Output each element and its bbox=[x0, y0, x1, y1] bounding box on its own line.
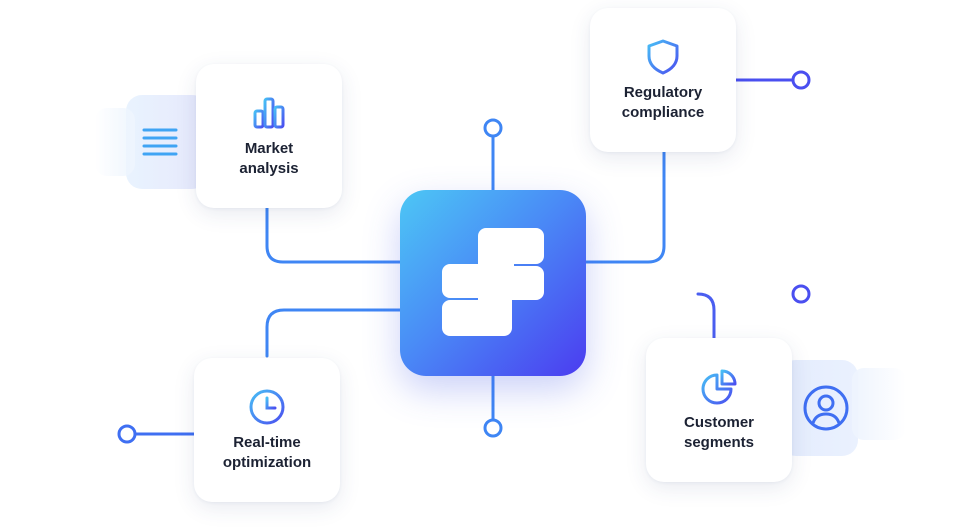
list-side-panel-fade bbox=[95, 108, 135, 176]
regulatory-compliance-label: Regulatory compliance bbox=[621, 84, 705, 121]
wire-market bbox=[265, 206, 402, 264]
pie-chart-icon bbox=[701, 369, 737, 405]
central-hub[interactable] bbox=[400, 190, 586, 376]
brand-logo-icon bbox=[442, 228, 544, 336]
user-side-panel bbox=[780, 360, 858, 456]
clock-icon bbox=[249, 389, 285, 425]
customer-segments-label: Customer segments bbox=[683, 414, 755, 451]
wire-regulatory bbox=[584, 150, 666, 264]
user-side-panel-fade bbox=[852, 368, 906, 440]
regulatory-compliance-card[interactable]: Regulatory compliance bbox=[590, 8, 736, 152]
bar-chart-icon bbox=[253, 97, 285, 129]
wire-customer bbox=[696, 292, 716, 340]
market-analysis-label: Market analysis bbox=[239, 140, 299, 177]
node-dot-left bbox=[117, 424, 137, 444]
realtime-optimization-label: Real-time optimization bbox=[222, 434, 312, 471]
node-dot-regulatory bbox=[791, 70, 811, 90]
user-avatar-icon bbox=[803, 385, 849, 431]
node-dot-customer bbox=[791, 284, 811, 304]
market-analysis-card[interactable]: Market analysis bbox=[196, 64, 342, 208]
list-side-panel bbox=[126, 95, 208, 189]
realtime-optimization-card[interactable]: Real-time optimization bbox=[194, 358, 340, 502]
shield-icon bbox=[647, 39, 679, 75]
node-dot-top bbox=[483, 118, 503, 138]
node-dot-bottom bbox=[483, 418, 503, 438]
wire-realtime bbox=[265, 308, 402, 358]
customer-segments-card[interactable]: Customer segments bbox=[646, 338, 792, 482]
list-lines-icon bbox=[142, 128, 178, 156]
